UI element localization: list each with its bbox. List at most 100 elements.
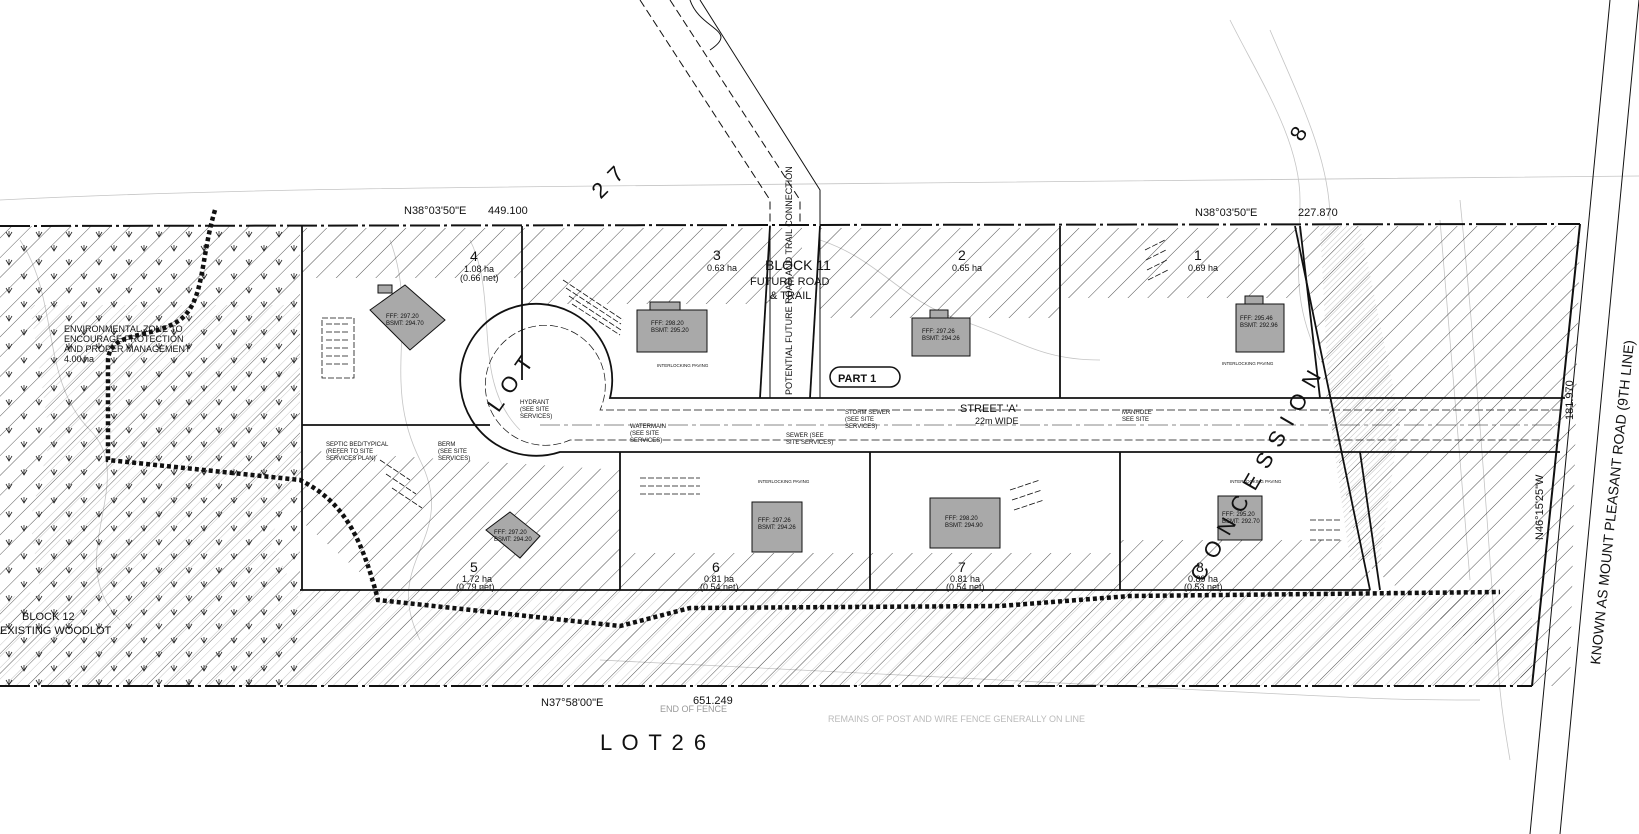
- svg-text:SERVICES): SERVICES): [845, 424, 877, 430]
- svg-text:1: 1: [1194, 247, 1202, 263]
- distance-east: 181.970: [1564, 380, 1576, 420]
- svg-text:6: 6: [712, 559, 720, 575]
- svg-text:FFF: 295.46: FFF: 295.46: [1240, 316, 1273, 322]
- lot-4-label: 4 1.08 ha (0.66 net) FFF: 297.20 BSMT: 2…: [386, 248, 499, 327]
- svg-text:0.65 ha: 0.65 ha: [952, 263, 982, 273]
- svg-text:1.08 ha: 1.08 ha: [464, 264, 494, 274]
- block-11-line2: FUTURE ROAD: [750, 276, 830, 288]
- street-width: 22m WIDE: [975, 416, 1019, 426]
- svg-text:FFF: 295.20: FFF: 295.20: [1222, 512, 1255, 518]
- house-lot-6: [751, 501, 803, 553]
- svg-text:INTERLOCKING PAVING: INTERLOCKING PAVING: [657, 363, 709, 368]
- svg-text:(SEE SITE: (SEE SITE: [630, 431, 659, 437]
- svg-text:FFF: 297.20: FFF: 297.20: [386, 314, 419, 320]
- lot-lines: [300, 225, 1381, 591]
- lot-8-label: 8 0.89 ha (0.53 net) FFF: 295.20 BSMT: 2…: [1184, 512, 1260, 592]
- block-11-line3: & TRAIL: [770, 290, 811, 302]
- svg-text:(0.54 net): (0.54 net): [946, 582, 985, 592]
- svg-text:FFF: 298.20: FFF: 298.20: [651, 321, 684, 327]
- svg-text:SERVICES PLAN): SERVICES PLAN): [326, 456, 376, 462]
- svg-text:(0.66 net): (0.66 net): [460, 273, 499, 283]
- svg-text:ENCOURAGE PROTECTION: ENCOURAGE PROTECTION: [64, 334, 184, 344]
- lot-2-label: 2 0.65 ha FFF: 297.26 BSMT: 294.26: [922, 247, 982, 342]
- end-of-fence-note: END OF FENCE: [660, 704, 727, 714]
- svg-text:SEWER (SEE: SEWER (SEE: [786, 433, 824, 439]
- svg-text:STORM SEWER: STORM SEWER: [845, 410, 891, 416]
- part-1-marker: [829, 366, 901, 388]
- mount-pleasant-road-label: KNOWN AS MOUNT PLEASANT ROAD (9TH LINE): [1587, 339, 1637, 665]
- lot-27-label: 2 7: [587, 160, 631, 204]
- svg-text:0.81 ha: 0.81 ha: [704, 574, 734, 584]
- svg-text:4: 4: [470, 248, 478, 264]
- svg-text:BSMT: 292.70: BSMT: 292.70: [1222, 519, 1260, 525]
- south-lot-rear-yards: [300, 450, 1370, 591]
- block-11-title: BLOCK 11: [765, 257, 831, 273]
- bearing-north-right: N38°03'50"E: [1195, 207, 1257, 219]
- block-11-future-road: [639, 0, 821, 398]
- svg-text:BSMT: 294.26: BSMT: 294.26: [922, 336, 960, 342]
- environmental-limit-line: [105, 209, 1501, 629]
- svg-text:(REFER TO SITE: (REFER TO SITE: [326, 449, 373, 455]
- svg-text:AND PROPER MANAGEMENT: AND PROPER MANAGEMENT: [64, 344, 191, 354]
- lot-7-label: 7 0.81 ha (0.54 net) FFF: 298.20 BSMT: 2…: [945, 516, 985, 592]
- lot-5-label: 5 1.72 ha (0.79 net) FFF: 297.20 BSMT: 2…: [456, 530, 532, 592]
- fence-note: REMAINS OF POST AND WIRE FENCE GENERALLY…: [828, 714, 1085, 724]
- svg-text:INTERLOCKING PAVING: INTERLOCKING PAVING: [758, 479, 810, 484]
- house-lot-7: [929, 497, 1001, 549]
- svg-text:(0.53 net): (0.53 net): [1184, 582, 1223, 592]
- house-lot-3: [636, 301, 708, 353]
- svg-text:BSMT: 292.96: BSMT: 292.96: [1240, 323, 1278, 329]
- svg-text:INTERLOCKING PAVING: INTERLOCKING PAVING: [1222, 361, 1274, 366]
- svg-text:BSMT: 294.20: BSMT: 294.20: [494, 537, 532, 543]
- svg-text:WATERMAIN: WATERMAIN: [630, 424, 666, 430]
- svg-text:HYDRANT: HYDRANT: [520, 400, 549, 406]
- svg-text:INTERLOCKING PAVING: INTERLOCKING PAVING: [1230, 479, 1282, 484]
- lot-6-label: 6 0.81 ha (0.54 net) FFF: 297.26 BSMT: 2…: [700, 518, 796, 592]
- svg-text:SERVICES): SERVICES): [520, 414, 552, 420]
- svg-text:FFF: 298.20: FFF: 298.20: [945, 516, 978, 522]
- svg-text:0.69 ha: 0.69 ha: [1188, 263, 1218, 273]
- site-service-notes: HYDRANT (SEE SITE SERVICES) SEPTIC BED/T…: [326, 400, 1152, 462]
- svg-text:SITE SERVICES): SITE SERVICES): [786, 440, 833, 446]
- svg-text:SEPTIC BED/TYPICAL: SEPTIC BED/TYPICAL: [326, 442, 389, 448]
- block-12-woodlot: [0, 226, 300, 686]
- svg-text:3: 3: [713, 247, 721, 263]
- svg-text:BSMT: 294.26: BSMT: 294.26: [758, 525, 796, 531]
- street-a: [459, 302, 1565, 457]
- septic-beds: [321, 239, 1340, 541]
- svg-text:(SEE SITE: (SEE SITE: [520, 407, 549, 413]
- environmental-zone-south: [300, 590, 1532, 686]
- house-lot-2: [911, 309, 971, 357]
- svg-text:MANHOLE: MANHOLE: [1122, 410, 1152, 416]
- svg-text:SERVICES): SERVICES): [438, 456, 470, 462]
- svg-text:SERVICES): SERVICES): [630, 438, 662, 444]
- lot-26-label: L O T 2 6: [600, 730, 708, 755]
- part-1-label: PART 1: [838, 373, 876, 385]
- distance-south: 651.249: [693, 695, 733, 707]
- svg-text:(SEE SITE: (SEE SITE: [845, 417, 874, 423]
- environmental-zone-note: ENVIRONMENTAL ZONE TO ENCOURAGE PROTECTI…: [64, 324, 191, 364]
- svg-text:(0.79 net): (0.79 net): [456, 582, 495, 592]
- house-lot-4: [369, 284, 446, 351]
- lot-3-label: 3 0.63 ha FFF: 298.20 BSMT: 295.20: [651, 247, 737, 334]
- bearing-north-left: N38°03'50"E: [404, 205, 466, 217]
- svg-text:1.72 ha: 1.72 ha: [462, 574, 492, 584]
- svg-text:8: 8: [1196, 559, 1204, 575]
- house-lot-5: [485, 511, 541, 559]
- interlocking-paving-labels: INTERLOCKING PAVING INTERLOCKING PAVING …: [657, 361, 1282, 484]
- street-name: STREET 'A': [960, 403, 1018, 415]
- svg-text:7: 7: [958, 559, 966, 575]
- house-lot-1: [1235, 295, 1285, 353]
- bearing-east: N46°15'25"W: [1534, 474, 1546, 540]
- svg-text:0.89 ha: 0.89 ha: [1188, 574, 1218, 584]
- svg-text:BERM: BERM: [438, 442, 455, 448]
- svg-text:0.63 ha: 0.63 ha: [707, 263, 737, 273]
- svg-text:(SEE SITE: (SEE SITE: [438, 449, 467, 455]
- trail-connection-note: POTENTIAL FUTURE ROAD AND TRAIL CONNECTI…: [784, 166, 794, 395]
- distance-north-left: 449.100: [488, 205, 528, 217]
- block-12-title: BLOCK 12: [22, 611, 75, 623]
- svg-text:BSMT: 295.20: BSMT: 295.20: [651, 328, 689, 334]
- distance-north-right: 227.870: [1298, 207, 1338, 219]
